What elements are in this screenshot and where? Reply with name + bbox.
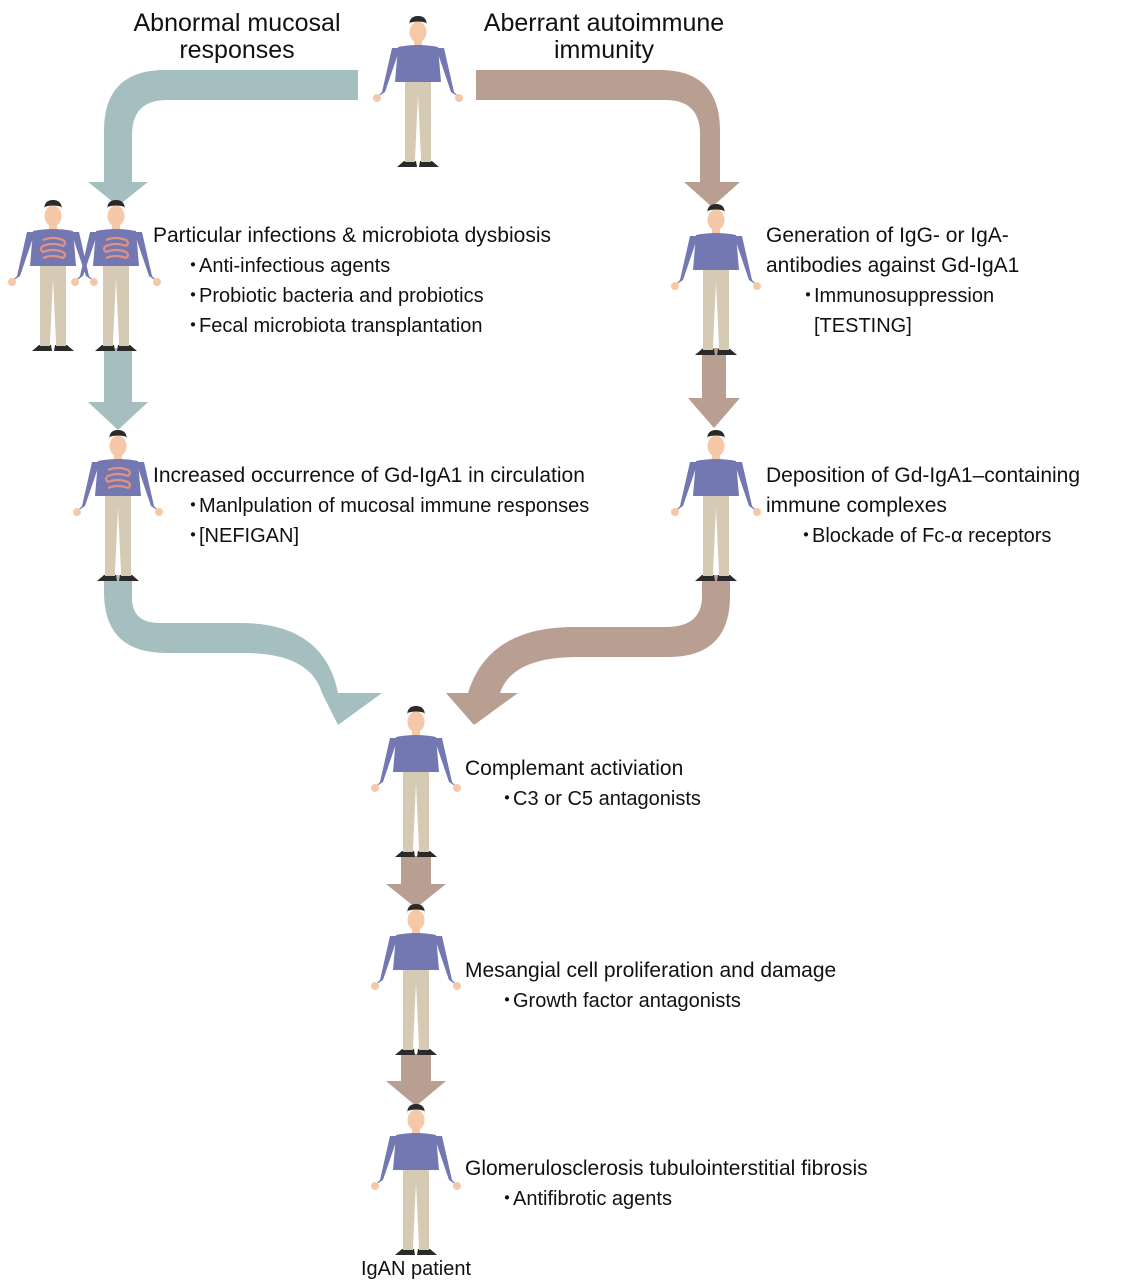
person-gut-icon: [73, 430, 163, 581]
item-text: [TESTING]: [814, 315, 912, 337]
mucosal-header: Abnormal mucosal responses: [112, 10, 362, 64]
item-text: Growth factor antagonists: [513, 990, 741, 1012]
list-item: ・C3 or C5 antagonists: [465, 784, 701, 814]
person-pair-icon: [8, 200, 161, 351]
stage-deposition: Deposition of Gd-IgA1–containing immune …: [766, 461, 1080, 551]
list-item: ・Immunosuppression: [766, 281, 1019, 311]
mucosal-pathway-arrow: [88, 70, 382, 725]
stage-title: antibodies against Gd-IgA1: [766, 254, 1020, 277]
item-text: Immunosuppression: [814, 285, 995, 307]
bullet: ・: [497, 788, 517, 810]
list-item: ・Antifibrotic agents: [465, 1184, 868, 1214]
list-item: ・Anti-infectious agents: [153, 251, 551, 281]
item-text: Antifibrotic agents: [513, 1188, 672, 1210]
item-text: Anti-infectious agents: [199, 255, 391, 277]
stage-fibrosis: Glomerulosclerosis tubulointerstitial fi…: [465, 1154, 868, 1214]
item-text: Manlpulation of mucosal immune responses: [199, 495, 590, 517]
bullet: ・: [798, 285, 818, 307]
person-icon: [373, 16, 463, 167]
item-text: Fecal microbiota transplantation: [199, 315, 483, 337]
stage-mesangial: Mesangial cell proliferation and damage …: [465, 956, 836, 1016]
stage-title: immune complexes: [766, 494, 947, 517]
bullet: ・: [183, 285, 203, 307]
bullet: ・: [497, 1188, 517, 1210]
list-item: [TESTING]: [766, 311, 1019, 341]
item-text: Probiotic bacteria and probiotics: [199, 285, 484, 307]
autoimmune-pathway-arrow: [386, 70, 740, 1106]
stage-title: Deposition of Gd-IgA1–containing: [766, 464, 1081, 487]
bullet: ・: [183, 525, 203, 547]
list-item: ・[NEFIGAN]: [153, 521, 589, 551]
stage-title: Particular infections & microbiota dysbi…: [153, 224, 551, 247]
mucosal-header-line1: Abnormal mucosal: [133, 9, 341, 37]
stage-title: Mesangial cell proliferation and damage: [465, 959, 837, 982]
person-icon: [671, 430, 761, 581]
list-item: ・Fecal microbiota transplantation: [153, 311, 551, 341]
mucosal-header-line2: responses: [179, 36, 295, 64]
list-item: ・Blockade of Fc-α receptors: [766, 521, 1080, 551]
autoimmune-header: Aberrant autoimmune immunity: [462, 10, 746, 64]
person-icon: [371, 706, 461, 857]
bullet: ・: [796, 525, 816, 547]
patient-label: IgAN patient: [360, 1258, 472, 1280]
list-item: ・Probiotic bacteria and probiotics: [153, 281, 551, 311]
stage-title: Glomerulosclerosis tubulointerstitial fi…: [465, 1157, 868, 1180]
item-text: C3 or C5 antagonists: [513, 788, 701, 810]
stage-antibodies: Generation of IgG- or IgA- antibodies ag…: [766, 221, 1019, 341]
bullet: ・: [183, 255, 203, 277]
stage-title: Generation of IgG- or IgA-: [766, 224, 1009, 247]
item-text: Blockade of Fc-α receptors: [812, 525, 1052, 547]
stage-title: Increased occurrence of Gd-IgA1 in circu…: [153, 464, 585, 487]
autoimmune-header-line2: immunity: [553, 36, 654, 64]
stage-gd-circulation: Increased occurrence of Gd-IgA1 in circu…: [153, 461, 589, 551]
person-icon: [371, 1104, 461, 1255]
stage-title: Complemant activiation: [465, 757, 684, 780]
list-item: ・Growth factor antagonists: [465, 986, 836, 1016]
stage-complement: Complemant activiation ・C3 or C5 antagon…: [465, 754, 701, 814]
item-text: [NEFIGAN]: [199, 525, 300, 547]
autoimmune-header-line1: Aberrant autoimmune: [483, 9, 725, 37]
person-icon: [671, 204, 761, 355]
bullet: ・: [497, 990, 517, 1012]
bullet: ・: [183, 495, 203, 517]
bullet: ・: [183, 315, 203, 337]
list-item: ・Manlpulation of mucosal immune response…: [153, 491, 589, 521]
stage-infections: Particular infections & microbiota dysbi…: [153, 221, 551, 341]
person-icon: [371, 904, 461, 1055]
